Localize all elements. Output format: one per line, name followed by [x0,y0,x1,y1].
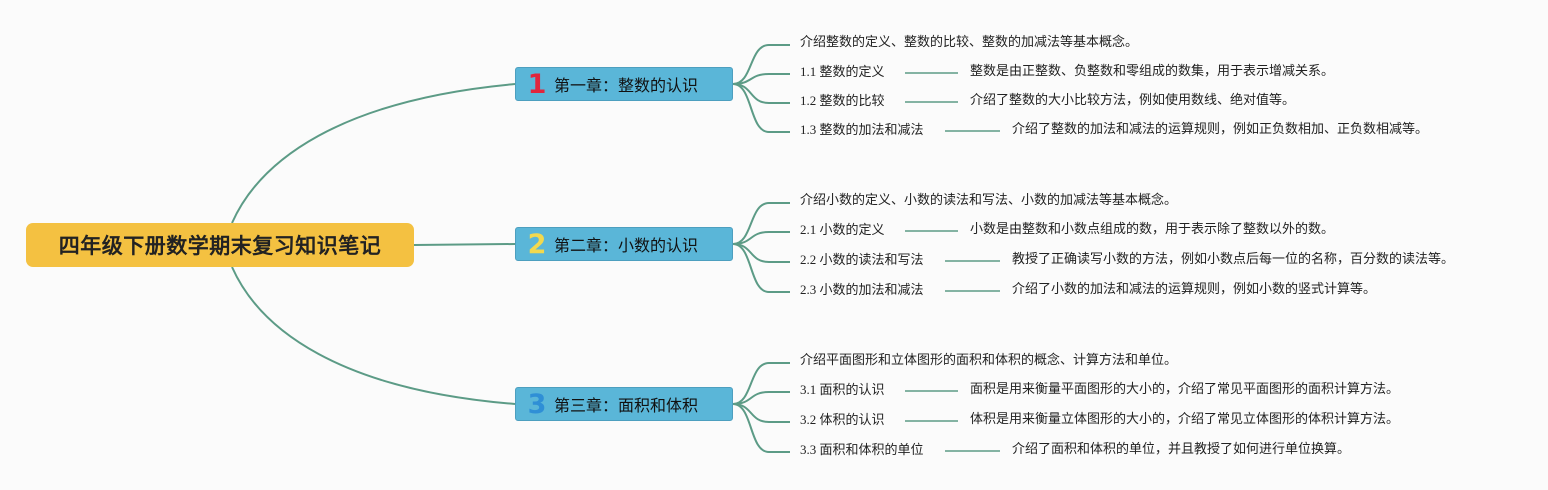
section-description[interactable]: 面积是用来衡量平面图形的大小的，介绍了常见平面图形的面积计算方法。 [970,382,1400,397]
section-label[interactable]: 3.3 面积和体积的单位 [800,442,924,457]
chapter-node-1[interactable]: 1 第一章：整数的认识 [515,67,733,101]
section-description[interactable]: 介绍了整数的大小比较方法，例如使用数线、绝对值等。 [970,93,1296,108]
chapter-number-badge: 1 [527,68,547,100]
section-description[interactable]: 介绍了小数的加法和减法的运算规则，例如小数的竖式计算等。 [1012,282,1377,297]
chapter-title: 第一章：整数的认识 [554,76,699,95]
section-label[interactable]: 1.1 整数的定义 [800,64,885,79]
chapter-1-branch-1 [732,73,790,85]
chapter-number-badge: 3 [527,388,547,420]
root-to-chapter-1-line [231,83,516,224]
chapter-title: 第二章：小数的认识 [554,236,699,255]
section-label[interactable]: 2.3 小数的加法和减法 [800,282,924,297]
chapter-node-2[interactable]: 2 第二章：小数的认识 [515,227,733,261]
chapter-1-branch-3 [732,83,790,133]
root-node[interactable]: 四年级下册数学期末复习知识笔记 [26,223,414,267]
section-description[interactable]: 小数是由整数和小数点组成的数，用于表示除了整数以外的数。 [970,222,1335,237]
section-description[interactable]: 介绍了面积和体积的单位，并且教授了如何进行单位换算。 [1012,442,1351,457]
chapter-3-branch-1 [732,391,790,405]
chapter-2-branch-1 [732,231,790,245]
section-description[interactable]: 教授了正确读写小数的方法，例如小数点后每一位的名称，百分数的读法等。 [1012,252,1455,267]
chapter-number-badge: 2 [527,228,547,260]
section-label[interactable]: 1.3 整数的加法和减法 [800,122,924,137]
chapter-1-branch-0 [732,44,790,85]
section-label[interactable]: 3.1 面积的认识 [800,382,885,397]
section-description[interactable]: 介绍了整数的加法和减法的运算规则，例如正负数相加、正负数相减等。 [1012,122,1429,137]
section-label[interactable]: 2.1 小数的定义 [800,222,885,237]
chapter-2-branch-0 [732,202,790,245]
chapter-3-branch-3 [732,403,790,453]
section-label[interactable]: 2.2 小数的读法和写法 [800,252,924,267]
section-label[interactable]: 3.2 体积的认识 [800,412,885,427]
chapter-2-branch-3 [732,243,790,293]
section-label[interactable]: 1.2 整数的比较 [800,93,885,108]
root-to-chapter-3-line [231,266,516,405]
chapter-3-branch-0 [732,362,790,405]
chapter-node-3[interactable]: 3 第三章：面积和体积 [515,387,733,421]
section-description[interactable]: 体积是用来衡量立体图形的大小的，介绍了常见立体图形的体积计算方法。 [970,412,1400,427]
chapter-title: 第三章：面积和体积 [554,396,699,415]
chapter-intro[interactable]: 介绍整数的定义、整数的比较、整数的加减法等基本概念。 [800,35,1139,50]
root-to-chapter-2-line [413,243,516,246]
chapter-intro[interactable]: 介绍平面图形和立体图形的面积和体积的概念、计算方法和单位。 [800,353,1178,368]
section-description[interactable]: 整数是由正整数、负整数和零组成的数集，用于表示增减关系。 [970,64,1335,79]
chapter-intro[interactable]: 介绍小数的定义、小数的读法和写法、小数的加减法等基本概念。 [800,193,1178,208]
